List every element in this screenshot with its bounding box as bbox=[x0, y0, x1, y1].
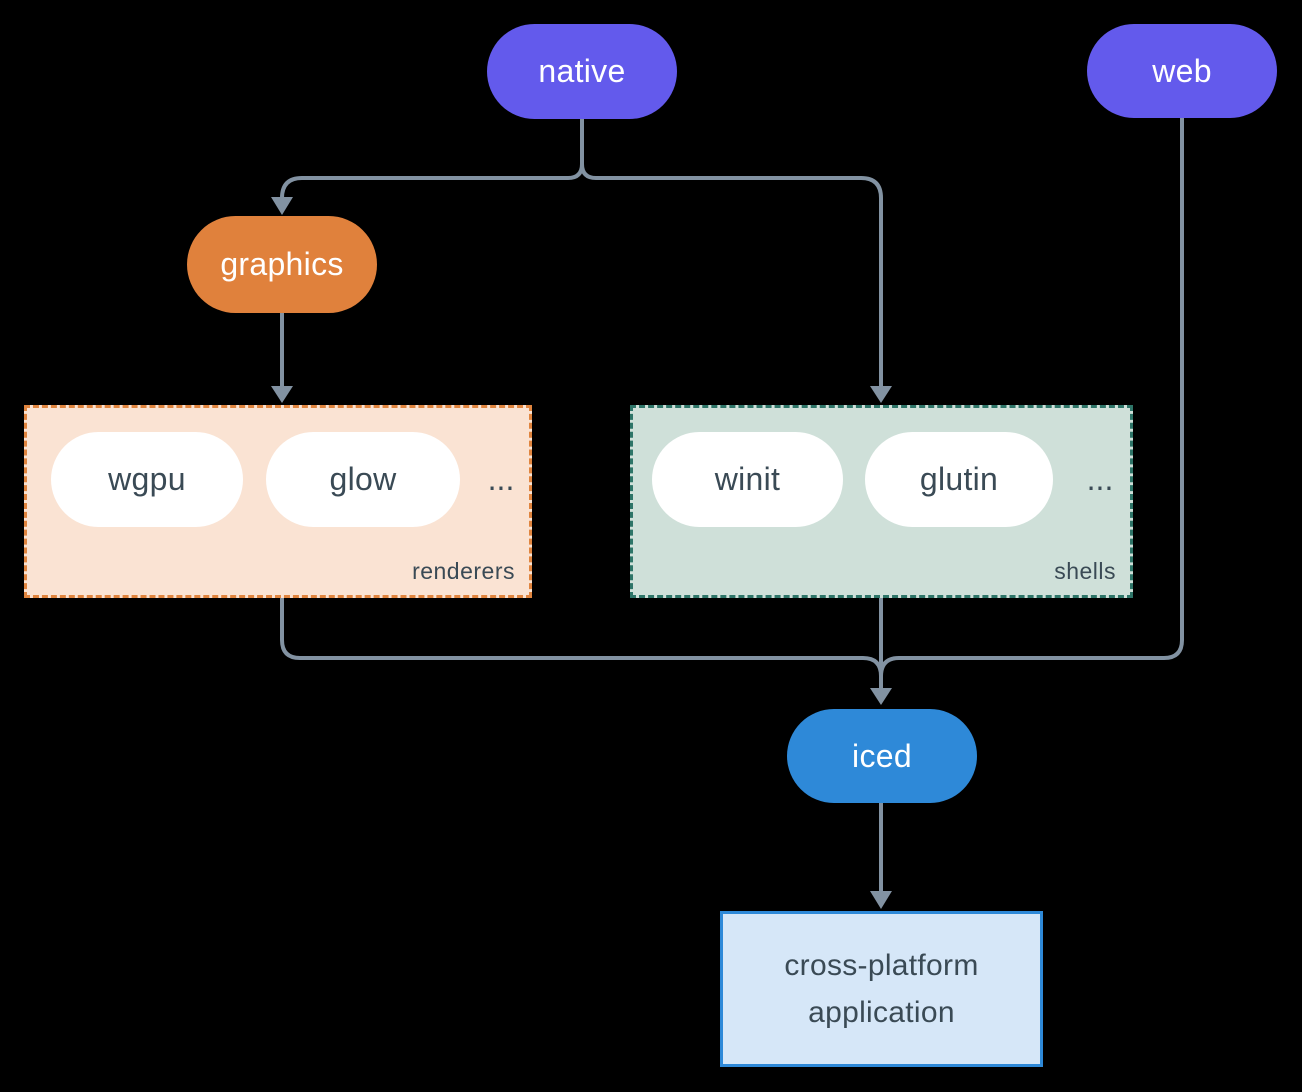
group-renderers: wgpu glow ... renderers bbox=[24, 405, 532, 598]
group-renderers-label: renderers bbox=[412, 558, 515, 584]
node-web: web bbox=[1087, 24, 1277, 118]
arrowhead-shells bbox=[870, 386, 892, 403]
node-cross-platform-application: cross-platform application bbox=[720, 911, 1043, 1067]
node-winit-label: winit bbox=[714, 461, 781, 497]
node-glow: glow bbox=[266, 432, 460, 527]
node-glutin: glutin bbox=[865, 432, 1053, 527]
node-glutin-label: glutin bbox=[919, 461, 999, 497]
connector-native-to-graphics bbox=[280, 119, 584, 199]
node-glow-label: glow bbox=[329, 461, 397, 497]
node-wgpu-label: wgpu bbox=[108, 461, 186, 497]
node-web-label: web bbox=[1152, 52, 1212, 89]
node-graphics: graphics bbox=[187, 216, 377, 313]
arrowhead-renderers bbox=[271, 386, 293, 403]
group-shells-label: shells bbox=[1054, 558, 1116, 584]
node-winit: winit bbox=[652, 432, 843, 527]
node-iced: iced bbox=[787, 709, 977, 803]
arrowhead-graphics bbox=[271, 197, 293, 215]
node-native-label: native bbox=[538, 53, 626, 89]
connector-renderers-to-iced bbox=[280, 598, 883, 677]
connector-native-to-shells bbox=[580, 119, 883, 387]
node-native: native bbox=[487, 24, 677, 119]
arrowhead-app bbox=[870, 891, 892, 909]
node-iced-label: iced bbox=[852, 737, 912, 774]
group-shells: winit glutin ... shells bbox=[630, 405, 1133, 598]
node-app-label: cross-platform application bbox=[784, 949, 979, 1029]
arrowhead-iced bbox=[870, 688, 892, 705]
node-graphics-label: graphics bbox=[220, 246, 344, 282]
renderers-ellipsis: ... bbox=[487, 461, 515, 497]
node-wgpu: wgpu bbox=[51, 432, 243, 527]
shells-ellipsis: ... bbox=[1086, 461, 1114, 497]
